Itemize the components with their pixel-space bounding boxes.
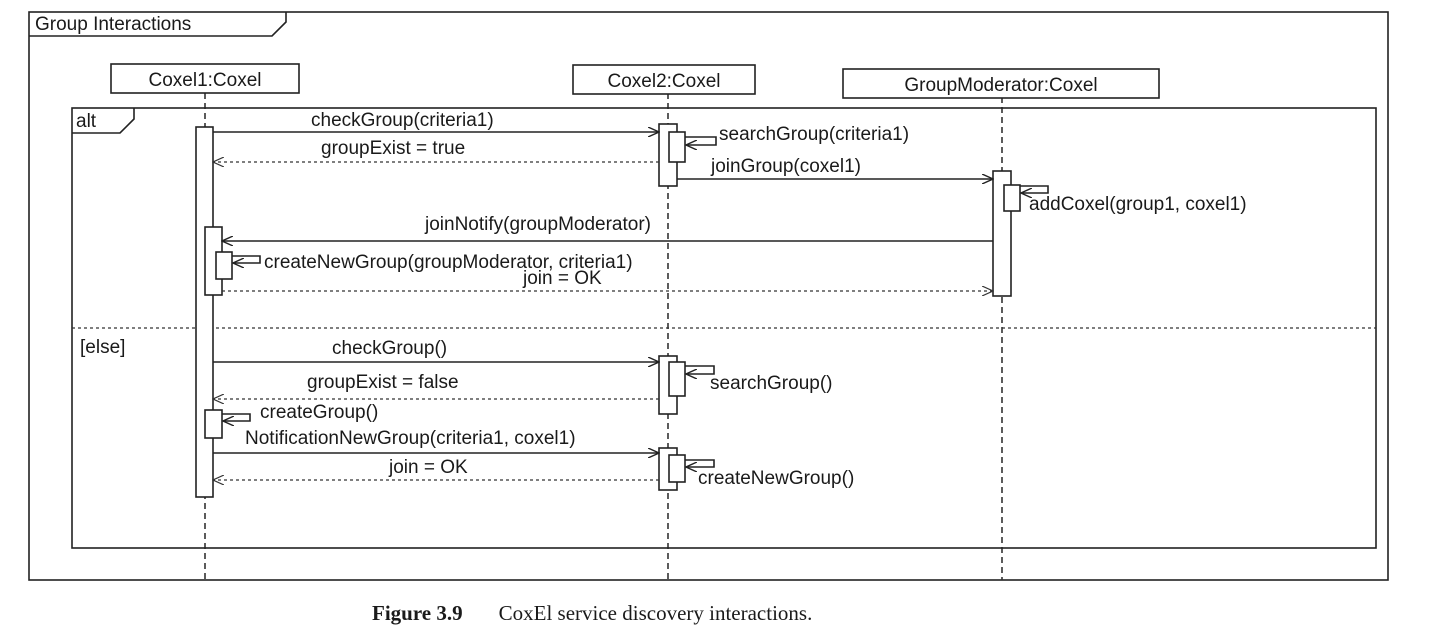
message-check-group-label: checkGroup(criteria1)	[311, 110, 494, 131]
lifeline-label-moderator: GroupModerator:Coxel	[904, 75, 1097, 96]
activation-moderator-add	[1003, 184, 1021, 212]
self-call-create-group	[222, 413, 251, 421]
activation-coxel1-main	[195, 126, 214, 498]
self-call-search-group-else	[685, 365, 715, 374]
lifeline-head-coxel1	[110, 63, 300, 94]
figure-caption: Figure 3.9 CoxEl service discovery inter…	[372, 601, 812, 625]
message-notification-new-group-label: NotificationNewGroup(criteria1, coxel1)	[245, 428, 576, 449]
activation-coxel1-create-group	[204, 409, 223, 439]
lifeline-head-coxel2	[572, 64, 756, 95]
figure-caption-label: Figure 3.9	[372, 601, 463, 625]
activation-coxel1-create-new-group	[215, 251, 233, 280]
frame-title: Group Interactions	[35, 14, 191, 35]
activation-coxel2-search-else	[668, 361, 686, 397]
message-create-new-group-label: createNewGroup(groupModerator, criteria1…	[264, 252, 633, 273]
reply-join-ok-label: join = OK	[522, 268, 602, 289]
message-join-group-label: joinGroup(coxel1)	[710, 156, 861, 177]
activation-coxel2-search	[668, 131, 686, 163]
message-create-new-group-else-label: createNewGroup()	[698, 468, 854, 489]
activation-coxel2-create-new	[668, 454, 686, 483]
self-call-create-new-group-else	[685, 459, 715, 467]
frame-title-tab	[29, 12, 287, 37]
message-search-group-else-label: searchGroup()	[710, 373, 833, 394]
reply-join-ok-else-label: join = OK	[388, 457, 468, 478]
self-call-search-group	[685, 136, 717, 145]
message-create-group-label: createGroup()	[260, 402, 378, 423]
alt-operator-tab	[72, 108, 135, 134]
else-guard: [else]	[80, 337, 125, 358]
interaction-frame	[28, 11, 1389, 581]
self-call-create-new-group	[232, 255, 261, 263]
reply-group-exist-false-label: groupExist = false	[307, 372, 459, 393]
lifeline-label-coxel2: Coxel2:Coxel	[608, 71, 721, 92]
figure-caption-text: CoxEl service discovery interactions.	[499, 601, 813, 625]
lifeline-head-moderator	[842, 68, 1160, 99]
lifeline-label-coxel1: Coxel1:Coxel	[149, 70, 262, 91]
self-call-add-coxel	[1020, 185, 1049, 193]
message-add-coxel-label: addCoxel(group1, coxel1)	[1029, 194, 1247, 215]
alt-operator-label: alt	[76, 111, 97, 132]
reply-group-exist-true-label: groupExist = true	[321, 138, 465, 159]
message-search-group-label: searchGroup(criteria1)	[719, 124, 909, 145]
message-check-group-else-label: checkGroup()	[332, 338, 447, 359]
message-join-notify-label: joinNotify(groupModerator)	[424, 214, 651, 235]
